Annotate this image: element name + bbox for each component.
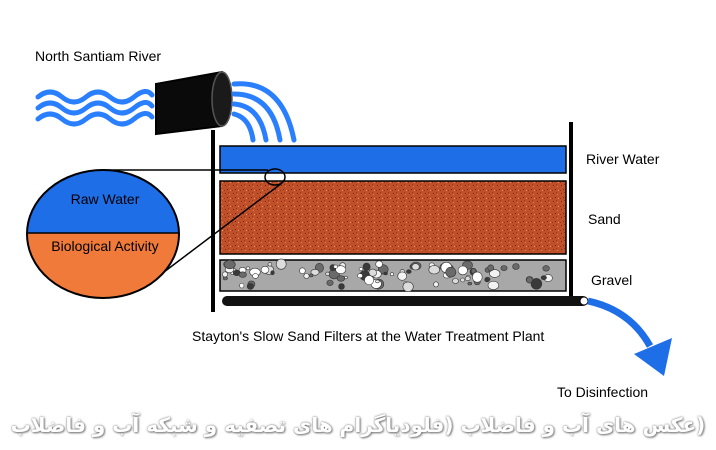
river-water-layer (219, 145, 567, 174)
gravel-stone (540, 275, 547, 281)
gravel-stone (260, 265, 270, 274)
underdrain-outlet (579, 296, 589, 306)
gravel-stone (530, 278, 543, 290)
gravel-stone (336, 275, 346, 282)
raw-water-label: Raw Water (70, 191, 140, 207)
river-water-label: River Water (586, 151, 660, 167)
gravel-stone (452, 278, 459, 284)
river-name-label: North Santiam River (35, 48, 162, 64)
gravel-stone (375, 279, 380, 284)
gravel-stone (489, 269, 501, 278)
wave-line (35, 89, 155, 105)
wave-line (35, 100, 155, 116)
gravel-stone (338, 283, 345, 290)
inflow-streams (231, 81, 297, 143)
magnified-circle (26, 169, 180, 299)
gravel-stone (464, 276, 471, 281)
gravel-stone (270, 270, 275, 276)
zoom-line-bottom (159, 182, 283, 276)
gravel-stone (275, 258, 287, 270)
gravel-stone (335, 265, 347, 275)
sand-layer (219, 180, 567, 255)
gravel-stone (299, 267, 306, 275)
gravel-stone (362, 262, 371, 271)
gravel-stone (238, 271, 247, 278)
disinfection-label: To Disinfection (557, 384, 649, 400)
gravel-stone (358, 267, 364, 272)
zoom-spot (264, 168, 286, 186)
gravel-stone (542, 265, 550, 272)
gravel-stone (239, 282, 245, 289)
outlet-arrow-icon (587, 297, 654, 348)
gravel-stone (467, 281, 473, 286)
gravel-stone (267, 262, 273, 267)
watermark-text: (عکس های آب و فاضلاب (فلودیاگرام های تصف… (10, 413, 706, 437)
gravel-stone (487, 280, 500, 290)
gravel-stone (224, 259, 236, 270)
sand-label: Sand (588, 211, 621, 227)
gravel-stone (457, 265, 468, 276)
gravel-stone (252, 273, 259, 279)
gravel-stone (472, 271, 483, 283)
gravel-stone (303, 273, 310, 279)
diagram-caption: Stayton's Slow Sand Filters at the Water… (192, 328, 545, 344)
wave-line (35, 111, 155, 127)
gravel-stone (406, 269, 412, 274)
gravel-stone (246, 283, 254, 290)
gravel-stone (433, 281, 439, 288)
magnified-view (27, 170, 179, 298)
gravel-stone (309, 273, 314, 278)
gravel-stone (245, 266, 251, 271)
gravel-stone (325, 271, 330, 277)
gravel-stone (500, 265, 508, 271)
gravel-stone (411, 263, 420, 271)
gravel-stone (445, 266, 457, 278)
gravel-stone (310, 268, 320, 276)
gravel-stone (364, 275, 374, 286)
underdrain-pipe (222, 296, 588, 306)
gravel-stone (526, 276, 533, 284)
gravel-stone (428, 265, 440, 275)
gravel-stone (333, 264, 338, 269)
gravel-stone (383, 271, 388, 276)
gravel-stone (397, 271, 408, 281)
gravel-stone (460, 277, 465, 283)
outlet-arrowhead-icon (634, 338, 672, 376)
inlet-pipe-icon (155, 70, 233, 136)
gravel-stone (390, 272, 394, 277)
gravel-stone (375, 260, 383, 268)
gravel-stone (487, 264, 495, 272)
gravel-stone (222, 271, 228, 278)
gravel-stone (512, 263, 520, 270)
gravel-stone (326, 279, 334, 286)
river-waves (35, 89, 155, 127)
gravel-stone (484, 277, 490, 283)
gravel-stone (402, 281, 414, 292)
gravel-stones (222, 258, 553, 292)
gravel-stone (357, 273, 363, 279)
biological-activity-label: Biological Activity (51, 238, 159, 254)
gravel-label: Gravel (591, 272, 633, 288)
